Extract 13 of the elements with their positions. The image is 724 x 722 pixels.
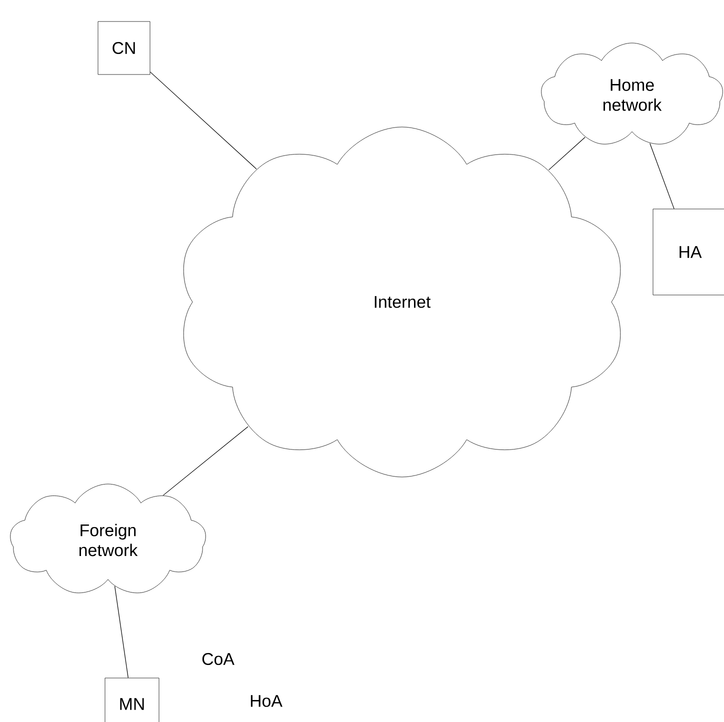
node-box: CN — [98, 21, 150, 75]
connector-line — [548, 136, 586, 170]
connector-line — [650, 143, 674, 210]
connector-line — [162, 426, 248, 496]
network-cloud: Internet — [183, 126, 621, 478]
network-cloud: Home network — [541, 42, 723, 144]
address-label: HoA — [250, 695, 282, 707]
connector-line — [150, 72, 257, 170]
connector-line — [114, 586, 128, 678]
node-box: MN — [104, 678, 160, 722]
address-label: CoA — [202, 653, 234, 665]
network-cloud: Foreign network — [10, 484, 206, 594]
node-box: HA — [652, 208, 724, 296]
